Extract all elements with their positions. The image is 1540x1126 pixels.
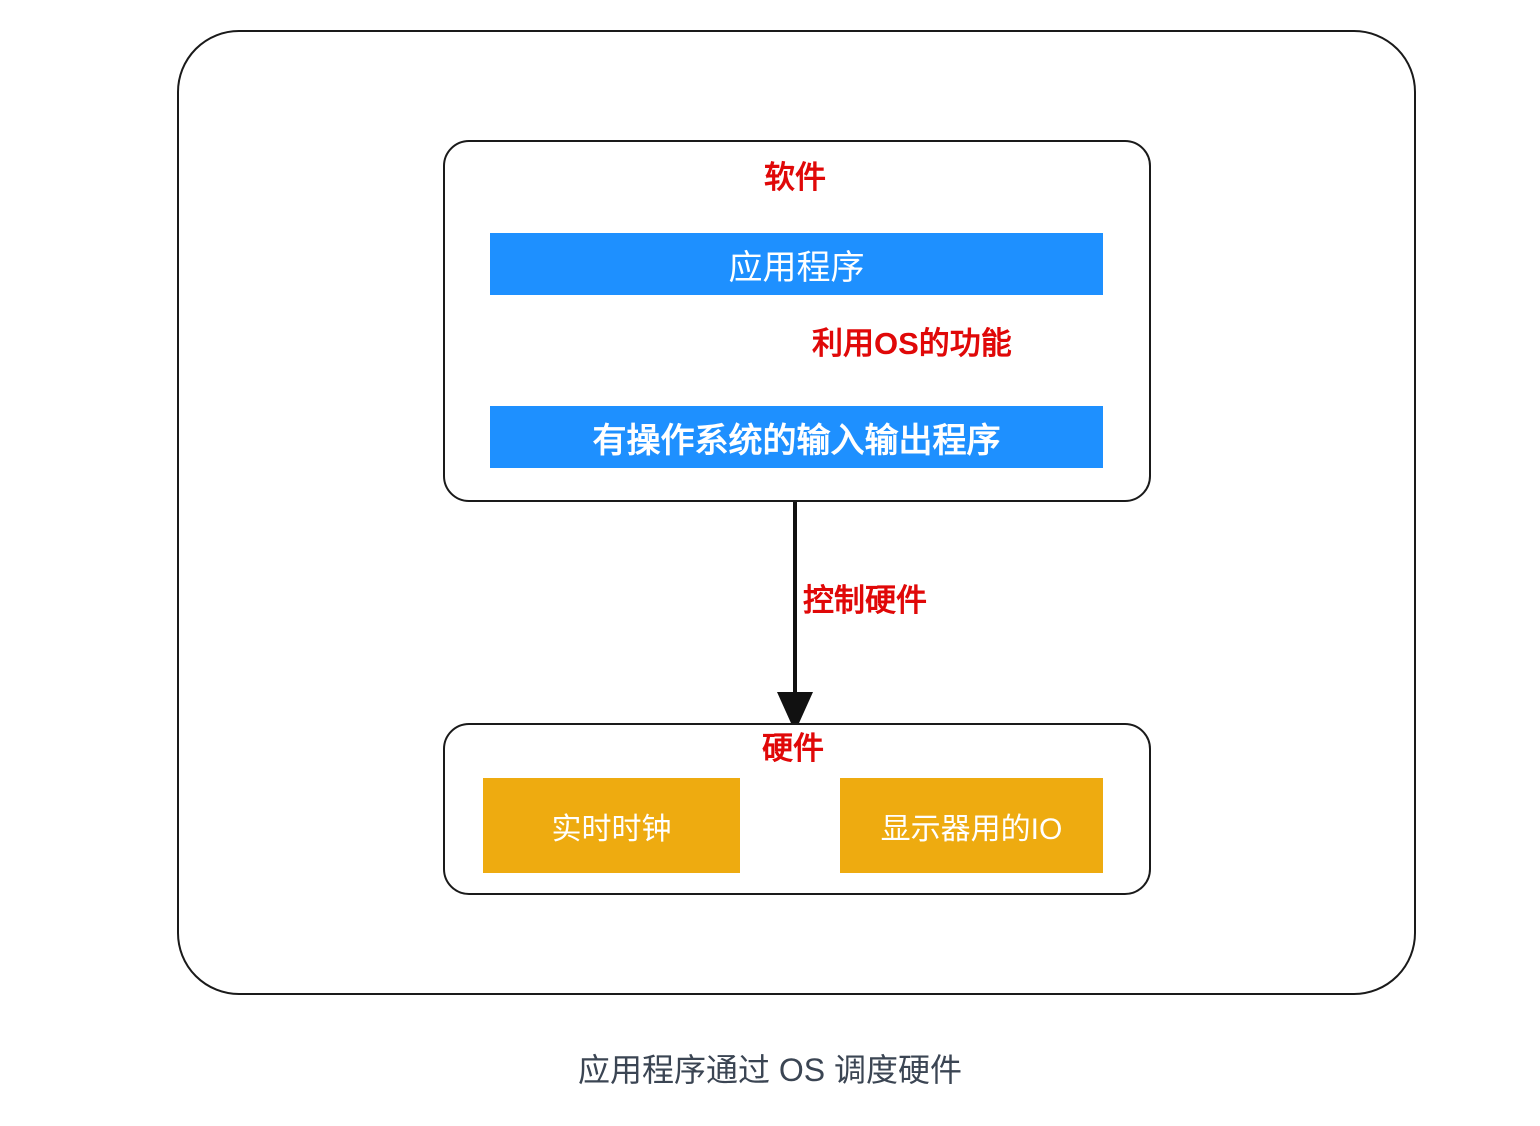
hardware-group-title: 硬件 [762,731,824,766]
software-group-title: 软件 [764,160,826,195]
block-realtime-clock[interactable]: 实时时钟 [483,778,740,873]
arrow-label-control-hardware: 控制硬件 [803,583,927,618]
block-display-io[interactable]: 显示器用的IO [840,778,1103,873]
arrow-label-use-os-feature: 利用OS的功能 [812,326,1012,361]
diagram-caption: 应用程序通过 OS 调度硬件 [577,1052,963,1088]
block-os-io-program[interactable]: 有操作系统的输入输出程序 [490,406,1103,468]
block-app-program[interactable]: 应用程序 [490,233,1103,295]
